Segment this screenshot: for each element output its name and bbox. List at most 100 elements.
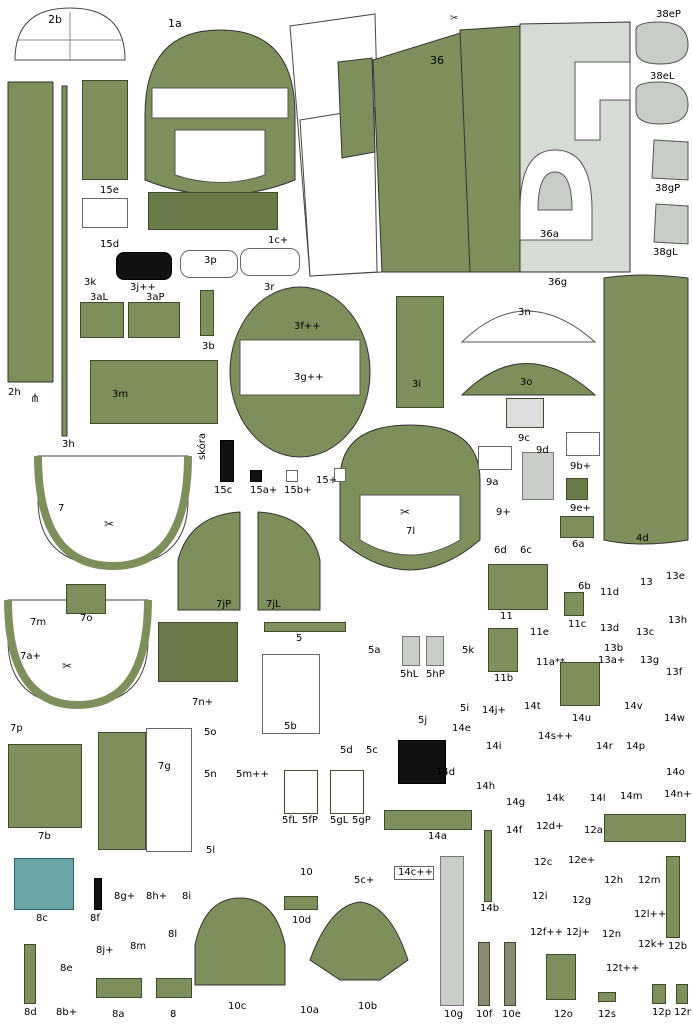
label-8l: 8l <box>168 929 178 940</box>
label-6c: 6c <box>520 545 532 556</box>
label-8m: 8m <box>130 941 147 952</box>
label-15e: 15e <box>100 185 119 196</box>
label-7l: 7l <box>406 526 416 537</box>
label-38eL: 38eL <box>650 71 675 82</box>
label-5o: 5o <box>204 727 217 738</box>
label-8d: 8d <box>24 1007 37 1018</box>
label-5k: 5k <box>462 645 475 656</box>
label-36g: 36g <box>548 277 568 288</box>
label-5b: 5b <box>284 721 297 732</box>
label-3aP: 3aP <box>146 292 165 303</box>
label-13c: 13c <box>636 627 655 638</box>
label-15a: 15a+ <box>250 485 278 496</box>
label-12r: 12r <box>674 1007 691 1018</box>
label-5hP: 5hP <box>426 669 445 680</box>
part-6a <box>560 516 594 538</box>
label-10e: 10e <box>502 1009 521 1020</box>
label-10d: 10d <box>292 915 312 926</box>
label-13f: 13f <box>666 667 683 678</box>
label-14l: 14l <box>590 793 606 804</box>
label-7n: 7n+ <box>192 697 214 708</box>
part-14c <box>394 866 434 880</box>
part-8 <box>156 978 192 998</box>
label-10c: 10c <box>228 1001 247 1012</box>
label-12f: 12f++ <box>530 927 564 938</box>
scissors-icon: ✂ <box>400 505 411 519</box>
part-5hL <box>402 636 420 666</box>
label-14e: 14e <box>452 723 471 734</box>
label-7a: 7a+ <box>20 651 41 662</box>
part-9d <box>522 452 554 500</box>
label-5n: 5n <box>204 769 217 780</box>
label-5: 5 <box>296 633 303 644</box>
label-14p: 14p <box>626 741 646 752</box>
label-15b: 15b+ <box>284 485 312 496</box>
part-12r <box>676 984 688 1004</box>
part-14u <box>560 662 600 706</box>
label-3i: 3i <box>412 379 422 390</box>
label-7b: 7b <box>38 831 51 842</box>
part-7n <box>158 622 238 682</box>
label-5fP: 5fP <box>302 815 318 826</box>
label-8b: 8b+ <box>56 1007 78 1018</box>
part-12p <box>652 984 666 1004</box>
label-5gP: 5gP <box>352 815 371 826</box>
label-15: 15+ <box>316 475 338 486</box>
label-12g: 12g <box>572 895 592 906</box>
label-14o: 14o <box>666 767 685 778</box>
part-15 <box>334 468 346 482</box>
label-3r: 3r <box>264 282 275 293</box>
label-14r: 14r <box>596 741 613 752</box>
label-3aL: 3aL <box>90 292 109 303</box>
label-14b: 14b <box>480 903 500 914</box>
label-14c: 14c++ <box>398 867 433 878</box>
label-5cp: 5c+ <box>354 875 375 886</box>
label-14j: 14j+ <box>482 705 506 716</box>
part-8c <box>14 858 74 910</box>
part-14d <box>398 740 446 784</box>
label-14h: 14h <box>476 781 496 792</box>
label-14m: 14m <box>620 791 643 802</box>
part-11 <box>488 564 548 610</box>
label-12t: 12t++ <box>606 963 640 974</box>
part-15c <box>220 440 234 482</box>
label-12e: 12e+ <box>568 855 596 866</box>
label-12k: 12k+ <box>638 939 665 950</box>
label-8c: 8c <box>36 913 48 924</box>
label-13d: 13d <box>600 623 620 634</box>
label-12i: 12i <box>532 891 548 902</box>
label-11c: 11c <box>568 619 587 630</box>
part-5b <box>262 654 320 734</box>
label-1a: 1a <box>168 17 182 30</box>
label-14k: 14k <box>546 793 565 804</box>
part-5hP <box>426 636 444 666</box>
label-8a: 8a <box>112 1009 125 1020</box>
label-8i: 8i <box>182 891 192 902</box>
label-3f: 3f++ <box>294 321 321 332</box>
label-7jL: 7jL <box>266 599 281 610</box>
label-6b: 6b <box>578 581 591 592</box>
scissors-icon: ✂ <box>62 659 73 673</box>
label-4d: 4d <box>636 533 649 544</box>
label-7jP: 7jP <box>216 599 232 610</box>
part-15e <box>82 80 128 180</box>
label-8e: 8e <box>60 963 73 974</box>
label-3b: 3b <box>202 341 215 352</box>
part-3b <box>200 290 214 336</box>
part-3j <box>116 252 172 280</box>
part-12o <box>546 954 576 1000</box>
part-11b <box>488 628 518 672</box>
label-3j: 3j++ <box>130 282 156 293</box>
label-36: 36 <box>430 54 444 67</box>
label-3h: 3h <box>62 439 75 450</box>
label-3n: 3n <box>518 307 531 318</box>
label-12b: 12b <box>668 941 688 952</box>
label-10f: 10f <box>476 1009 493 1020</box>
label-5hL: 5hL <box>400 669 419 680</box>
label-12d: 12d+ <box>536 821 564 832</box>
label-11a: 11a** <box>536 657 565 668</box>
label-6d: 6d <box>494 545 507 556</box>
label-14d: 14d <box>436 767 456 778</box>
label-3m: 3m <box>112 389 129 400</box>
